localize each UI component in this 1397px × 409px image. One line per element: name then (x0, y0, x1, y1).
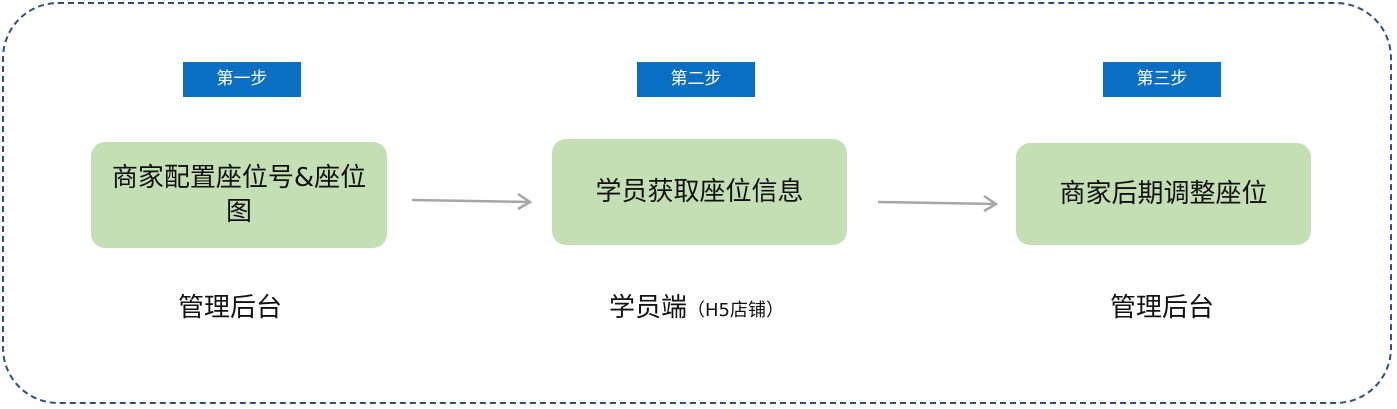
step-2-caption: 学员端（H5店铺） (609, 292, 784, 327)
step-3-caption-text: 管理后台 (1110, 293, 1215, 323)
step-1-caption-text: 管理后台 (178, 293, 283, 323)
arrow-step-2-to-3 (877, 194, 999, 213)
flow-frame (2, 2, 1392, 404)
step-1-tag: 第一步 (183, 62, 301, 97)
step-2-caption-sub: （H5店铺） (687, 300, 785, 321)
step-3-tag: 第三步 (1103, 62, 1221, 97)
step-1-box: 商家配置座位号&座位图 (91, 142, 387, 248)
step-3-caption: 管理后台 (1110, 292, 1214, 327)
step-2-tag: 第二步 (637, 62, 755, 97)
arrow-step-1-to-2 (411, 192, 533, 211)
step-1-caption: 管理后台 (178, 292, 282, 327)
step-3-box: 商家后期调整座位 (1016, 143, 1311, 245)
step-2-box: 学员获取座位信息 (552, 139, 847, 245)
step-2-caption-text: 学员端 (609, 293, 688, 323)
